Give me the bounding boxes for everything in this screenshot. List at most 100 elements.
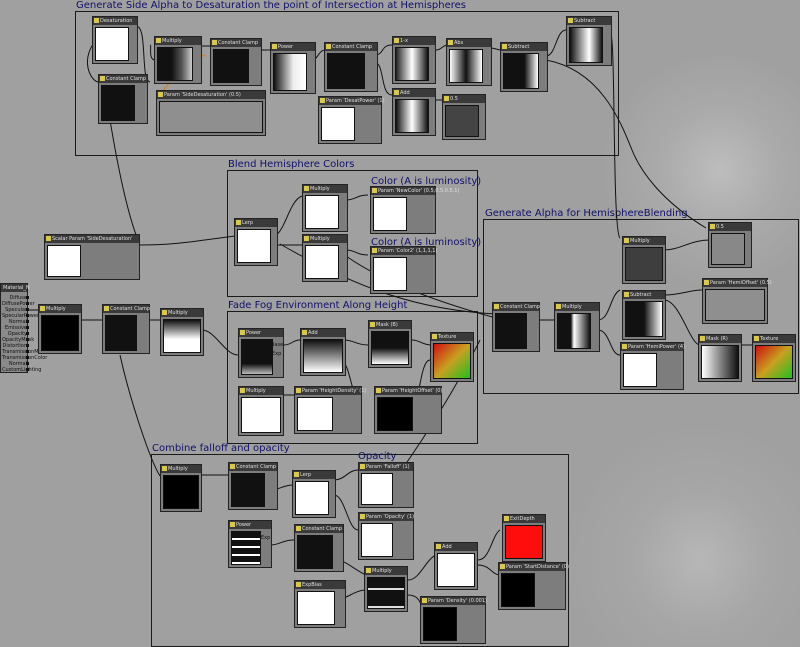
node-param-height-offset[interactable]: Param 'HeightOffset' (0): [374, 386, 442, 434]
node-param-side-desaturation[interactable]: Param 'SideDesaturation' (0.5): [156, 90, 266, 136]
material-input-normal-2[interactable]: Normal: [2, 360, 29, 368]
node-header: Power: [271, 43, 315, 51]
material-input-specular[interactable]: Specular: [2, 306, 29, 314]
node-param-falloff[interactable]: Param 'Falloff' (1): [358, 462, 414, 508]
node-mask-r[interactable]: Mask (R): [698, 334, 742, 382]
node-scalar-side-desaturation[interactable]: Scalar Param 'SideDesaturation': [44, 234, 140, 280]
node-header: Power: [239, 329, 283, 337]
node-add-2[interactable]: Add: [300, 328, 346, 376]
node-param-desat-power[interactable]: Param 'DesatPower' (1): [318, 96, 385, 144]
node-constant-clamp-7[interactable]: Constant Clamp: [294, 524, 344, 572]
node-header: Add: [301, 329, 345, 337]
node-subtract-2[interactable]: Subtract: [566, 16, 612, 66]
node-param-opacity[interactable]: Param 'Opacity' (1): [358, 512, 414, 560]
group-title-gen-alpha: Generate Alpha for HemisphereBlending: [485, 208, 688, 219]
material-input-normal[interactable]: Normal: [2, 318, 29, 326]
node-header: Constant Clamp: [99, 75, 147, 83]
material-input-opacity-mask[interactable]: OpacityMask: [2, 337, 35, 343]
node-header: Param 'HeightOffset' (0): [375, 387, 442, 395]
node-subtract-3[interactable]: Subtract: [622, 290, 666, 340]
node-header: Power: [229, 521, 271, 529]
node-header: Multiply: [161, 309, 203, 317]
node-header: Multiply: [555, 303, 599, 311]
node-lerp-1[interactable]: Lerp: [234, 218, 278, 266]
node-header: 0.5: [443, 95, 485, 103]
node-constant-clamp-6[interactable]: Constant Clamp: [228, 462, 278, 510]
node-multiply-1[interactable]: Multiply: [154, 36, 202, 84]
node-fog-texture[interactable]: Texture: [430, 332, 474, 382]
node-multiply-7[interactable]: Multiply: [554, 302, 600, 352]
material-input-diffuse[interactable]: Diffuse: [2, 294, 29, 302]
node-add-1[interactable]: Add: [392, 88, 436, 136]
material-input-distortion[interactable]: Distortion: [2, 343, 29, 349]
node-texture-2[interactable]: Texture: [752, 334, 796, 382]
node-one-minus[interactable]: 1-x: [392, 36, 436, 84]
node-mask-b[interactable]: Mask (B): [368, 320, 412, 368]
node-half-2[interactable]: 0.5: [708, 222, 752, 268]
node-header: Scalar Param 'SideDesaturation': [45, 235, 139, 243]
node-multiply-9[interactable]: Multiply: [160, 464, 202, 512]
node-constant-clamp-4[interactable]: Constant Clamp: [102, 304, 150, 354]
node-param-start-distance[interactable]: Param 'StartDistance' (0): [498, 562, 569, 610]
node-preview: [231, 531, 261, 565]
material-input-opacity[interactable]: Opacity: [2, 330, 29, 338]
node-preview: [503, 53, 539, 89]
node-preview: [305, 245, 339, 279]
node-power-2[interactable]: Power Base Exp: [238, 328, 284, 378]
material-input-specular-power[interactable]: SpecularPower: [2, 313, 39, 319]
node-param-hemi-power[interactable]: Param 'HemiPower' (4): [620, 342, 685, 390]
node-constant-clamp-1[interactable]: Constant Clamp: [98, 74, 148, 124]
node-param-height-density[interactable]: Param 'HeightDensity' (1): [294, 386, 366, 434]
node-color-param-2[interactable]: Param 'Color2' (1,1,1,1): [370, 246, 437, 294]
material-input-emissive[interactable]: Emissive: [2, 324, 29, 332]
node-add-3[interactable]: Add: [434, 542, 478, 590]
node-header: Constant Clamp: [295, 525, 343, 533]
node-preview: [95, 27, 129, 61]
node-multiply-5[interactable]: Multiply: [160, 308, 204, 356]
node-exit-depth[interactable]: ExitDepth: [502, 514, 546, 562]
node-power-1[interactable]: Power: [270, 42, 316, 94]
node-subtract-1[interactable]: Subtract: [500, 42, 548, 92]
node-preview: [361, 523, 393, 557]
node-multiply-3[interactable]: Multiply: [302, 234, 348, 282]
node-multiply-10[interactable]: Multiply: [364, 566, 408, 612]
material-input-diffuse-power[interactable]: DiffusePower: [2, 301, 35, 307]
material-input-transmission-color[interactable]: TransmissionColor: [2, 355, 48, 361]
node-exp-bias[interactable]: ExpBias: [294, 580, 346, 628]
node-multiply-2[interactable]: Multiply: [302, 184, 348, 232]
material-output-node[interactable]: Material_N Diffuse DiffusePower Specular…: [0, 283, 48, 373]
node-lerp-2[interactable]: Lerp: [292, 470, 336, 518]
node-preview: [433, 343, 471, 379]
material-input-transmission-mask[interactable]: TransmissionMask: [2, 349, 48, 355]
material-input-custom-lighting[interactable]: CustomLighting: [2, 367, 42, 373]
node-preview: [701, 345, 739, 379]
node-header: Subtract: [501, 43, 547, 51]
node-header: Texture: [753, 335, 795, 343]
node-header: ExpBias: [295, 581, 345, 589]
node-header: Param 'StartDistance' (0): [499, 563, 569, 571]
node-param-hemi-offset[interactable]: Param 'HemiOffset' (0.5): [702, 278, 772, 324]
node-constant-clamp-3[interactable]: Constant Clamp: [324, 42, 378, 92]
node-preview: [625, 247, 663, 281]
node-param-density[interactable]: Param 'Density' (0.001): [420, 596, 487, 644]
node-multiply-6[interactable]: Multiply: [238, 386, 284, 436]
node-new-color-param[interactable]: Param 'NewColor' (0.5,0.5,0.5,1): [370, 186, 459, 234]
node-abs[interactable]: Abs: [446, 38, 492, 86]
node-half-1[interactable]: 0.5: [442, 94, 486, 140]
node-constant-clamp-2[interactable]: Constant Clamp: [210, 38, 262, 86]
node-header: Lerp: [235, 219, 277, 227]
node-multiply-8[interactable]: Multiply: [622, 236, 666, 284]
node-header: Multiply: [39, 305, 81, 313]
node-header: Param 'Color2' (1,1,1,1): [371, 247, 437, 255]
node-header: Param 'DesatPower' (1): [319, 97, 385, 105]
node-preview: [367, 577, 405, 609]
node-preview: [241, 339, 273, 375]
node-desaturation[interactable]: Desaturation: [92, 16, 138, 64]
node-header: Subtract: [567, 17, 611, 25]
node-multiply-4[interactable]: Multiply: [38, 304, 82, 354]
node-power-3[interactable]: Power Exp: [228, 520, 272, 568]
node-preview: [705, 289, 765, 321]
node-constant-clamp-5[interactable]: Constant Clamp: [492, 302, 540, 352]
node-header: Param 'NewColor' (0.5,0.5,0.5,1): [371, 187, 459, 195]
